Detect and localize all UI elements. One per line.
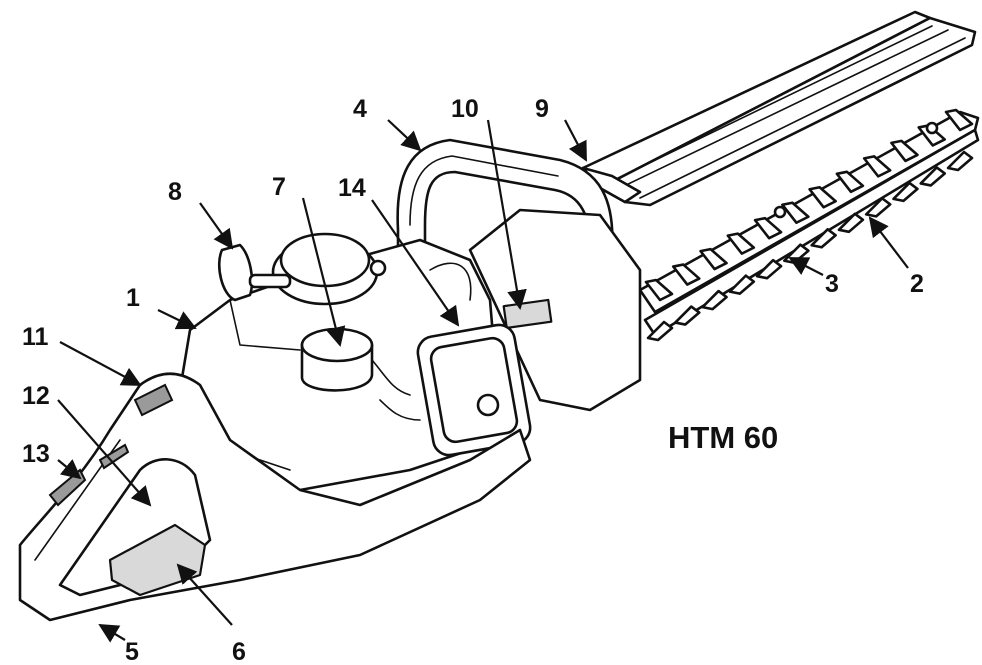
recoil-housing [271, 232, 387, 306]
blade-tooth [673, 305, 701, 326]
blade-tooth [671, 263, 701, 286]
blade-tooth [753, 216, 783, 240]
callout-14: 14 [338, 174, 366, 202]
blade-guard [581, 10, 977, 207]
starter-grip [217, 243, 292, 302]
callout-13: 13 [22, 440, 50, 468]
blade-tooth [835, 170, 865, 194]
callout-9: 9 [535, 95, 549, 123]
callout-10: 10 [451, 95, 479, 123]
model-label: HTM 60 [668, 420, 778, 455]
callout-1: 1 [126, 284, 140, 312]
blade-tooth [810, 227, 837, 249]
blade-tooth [644, 278, 674, 302]
leader-lines [57, 119, 909, 643]
blade-tooth [890, 139, 919, 163]
blade-tooth [946, 150, 974, 172]
blade-tooth [781, 201, 810, 225]
blade-tooth [699, 247, 728, 271]
callout-12: 12 [22, 382, 50, 410]
blade-tooth [892, 181, 919, 203]
callout-6: 6 [232, 638, 246, 665]
blade-tooth [646, 320, 674, 342]
fuel-cap [300, 327, 374, 392]
blade-tooth [837, 212, 865, 234]
callout-labels: 1 2 3 4 5 6 7 8 9 10 11 12 13 14 HTM 60 [22, 95, 924, 665]
blade-tooth [701, 289, 728, 311]
callout-4: 4 [353, 95, 367, 123]
blade-tooth [944, 108, 974, 132]
blade-tooth [755, 258, 783, 280]
blade-tooth [862, 155, 892, 178]
blade-tooth [808, 185, 837, 209]
callout-5: 5 [125, 638, 139, 665]
fuel-lines [371, 262, 472, 421]
rear-handle-grip-switch [98, 443, 130, 470]
blade-tooth [864, 197, 892, 218]
stop-switch [133, 383, 174, 417]
blade-tooth [728, 274, 756, 295]
blade-tooth [919, 166, 947, 187]
callout-3: 3 [825, 270, 839, 298]
blade-tooth [726, 232, 756, 255]
callout-7: 7 [272, 173, 286, 201]
callout-2: 2 [910, 270, 924, 298]
callout-8: 8 [168, 178, 182, 206]
callout-11: 11 [22, 323, 49, 351]
cutting-blades [638, 108, 980, 342]
air-filter-cover [416, 323, 532, 457]
